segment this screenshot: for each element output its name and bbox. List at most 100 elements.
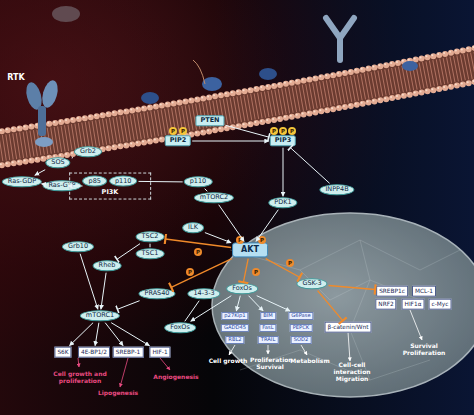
- effector-box: S6K: [54, 347, 71, 358]
- protein-oval: 14-3-3: [187, 288, 220, 299]
- phosphate-marker: P: [179, 127, 187, 135]
- gene-box: BIM: [260, 312, 276, 320]
- node-label: Grb10: [68, 243, 88, 250]
- node-label: β-catenin/Wnt: [328, 324, 369, 331]
- effector-box: NRF2: [375, 299, 396, 310]
- node-label: 14-3-3: [193, 290, 214, 297]
- node-label: SOS: [51, 159, 64, 166]
- protein-oval: GSK-3: [296, 278, 327, 289]
- rtk-receptor: [38, 106, 46, 136]
- inhibition-line: [171, 259, 232, 288]
- membrane-lipid-box: PIP3: [270, 135, 296, 146]
- protein-oval: mTORC1: [80, 310, 120, 321]
- signal-arrow: [191, 296, 232, 322]
- antibody-stem: [337, 38, 343, 60]
- signal-arrow: [35, 170, 45, 176]
- phosphate-marker: P: [258, 236, 266, 244]
- signal-arrow: [205, 233, 231, 243]
- gene-box: PEPCK: [290, 324, 313, 332]
- output-arrow: [229, 345, 235, 355]
- outcome-label: Cell-cell interaction Migration: [321, 362, 383, 383]
- node-label: p110: [115, 178, 132, 185]
- protein-oval: PDK1: [268, 197, 297, 208]
- node-label: FoxOs: [170, 324, 190, 331]
- protein-oval: ILK: [182, 222, 204, 233]
- node-label: PIP3: [275, 137, 291, 144]
- output-arrow: [301, 345, 307, 355]
- effector-box: SREBP1c: [376, 286, 408, 297]
- outcome-label: Metabolism: [290, 358, 329, 365]
- lipid-highlight: [0, 44, 474, 132]
- protein-oval: Grb10: [62, 241, 94, 252]
- nucleus-network: [230, 240, 460, 380]
- background-sphere: [52, 6, 80, 22]
- node-label: TSC2: [142, 233, 159, 240]
- node-label: HIF1α: [405, 301, 422, 308]
- inhibition-line: [329, 286, 376, 290]
- inhibition-line: [266, 259, 300, 278]
- inhibition-line: [165, 239, 231, 248]
- output-arrow: [348, 332, 350, 361]
- signal-arrow: [111, 323, 149, 346]
- antibody: [326, 18, 354, 60]
- membrane-lipid-box: PTEN: [195, 115, 224, 126]
- effector-box: HIF1α: [402, 299, 425, 310]
- akt-box: AKT: [232, 242, 268, 257]
- output-arrow: [410, 310, 422, 340]
- protein-oval: p110: [184, 176, 213, 187]
- antibody-arm: [340, 18, 354, 38]
- signal-arrow: [256, 210, 278, 242]
- signal-arrow: [42, 183, 44, 184]
- membrane-lipid-box: PIP2: [165, 135, 191, 146]
- node-label: PDK1: [274, 199, 291, 206]
- membrane-core: [0, 62, 474, 150]
- node-label: p27Kip1: [224, 313, 245, 319]
- outcome-label: Survival Proliferation: [401, 343, 447, 357]
- protein-oval: PRAS40: [138, 288, 175, 299]
- phosphate-marker: P: [236, 236, 244, 244]
- phosphate-marker: P: [288, 127, 296, 135]
- membrane-protein: [141, 92, 159, 104]
- node-label: 4E-BP1/2: [81, 349, 107, 356]
- node-label: mTORC2: [200, 194, 228, 201]
- node-label: PIP2: [170, 137, 186, 144]
- protein-oval: Grb2: [74, 146, 102, 157]
- effector-box: 4E-BP1/2: [78, 347, 110, 358]
- complex-group: PI3Kp85p110: [69, 173, 151, 200]
- outcome-label: Angiogenesis: [153, 374, 198, 381]
- output-arrow: [268, 345, 269, 354]
- node-label: SOD2: [294, 337, 309, 343]
- node-label: FoxOs: [232, 285, 252, 292]
- receptor-label: RTK: [7, 73, 24, 82]
- lipid-heads-outer: [0, 45, 474, 133]
- node-label: G6Pase: [291, 313, 310, 319]
- node-label: MCL-1: [415, 288, 433, 295]
- phosphate-marker: P: [270, 127, 278, 135]
- node-label: Rheb: [99, 262, 116, 269]
- node-label: SREBP-1: [116, 349, 141, 356]
- protein-oval: Rheb: [93, 260, 122, 271]
- node-label: PEPCK: [293, 325, 310, 331]
- membrane-protein: [259, 68, 277, 80]
- lipid-heads-inner: [0, 79, 474, 167]
- rtk-receptor: [40, 79, 61, 110]
- gene-box: p27Kip1: [221, 312, 248, 320]
- phosphate-marker: P: [286, 259, 294, 267]
- signal-arrow: [95, 323, 99, 346]
- gene-box: G6Pase: [288, 312, 313, 320]
- effector-box: SREBP-1: [113, 347, 144, 358]
- signal-arrow: [192, 141, 269, 142]
- phosphate-marker: P: [279, 127, 287, 135]
- output-arrow: [78, 358, 79, 367]
- inhibition-line: [290, 148, 329, 184]
- node-label: PTEN: [200, 117, 219, 124]
- node-label: RBL2: [228, 337, 241, 343]
- signal-arrow: [257, 296, 290, 311]
- glycan-chain: [193, 60, 205, 84]
- outcome-label: Lipogenesis: [98, 390, 138, 397]
- protein-oval: mTORC2: [194, 192, 234, 203]
- node-label: HIF-1: [152, 349, 167, 356]
- nucleus: [212, 213, 474, 397]
- node-label: PI3K: [73, 189, 147, 196]
- node-label: GSK-3: [302, 280, 321, 287]
